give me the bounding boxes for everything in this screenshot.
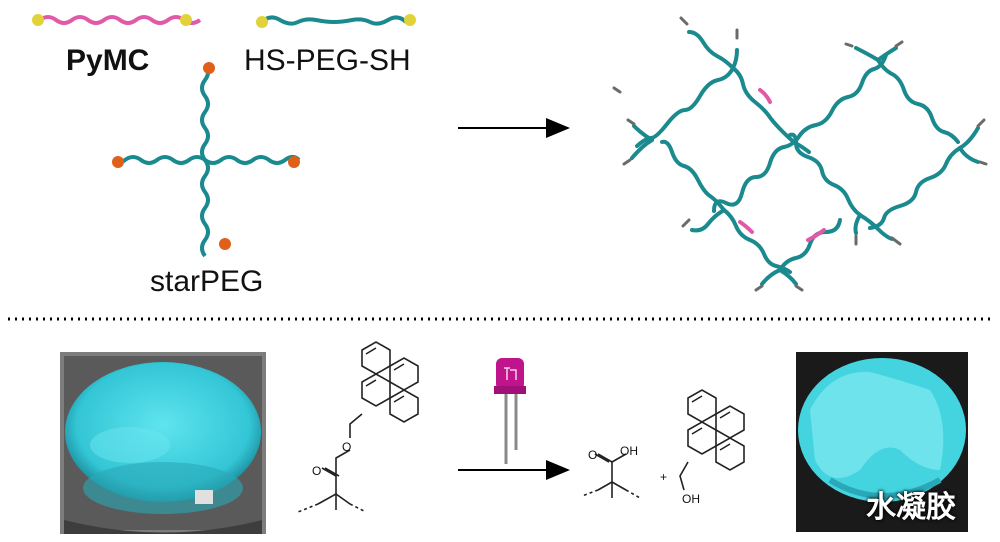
hydrogel-photo-after (796, 352, 968, 532)
plus-sign: + (660, 470, 668, 484)
starpeg-polymer-icon (113, 64, 301, 258)
pymc-polymer-icon (32, 14, 202, 26)
carboxylic-acid-structure (581, 453, 641, 499)
pymc-label: PyMC (66, 44, 150, 77)
ester-oxygen-label: O (342, 440, 352, 454)
pyrene-ester-structure (297, 341, 419, 513)
hs-peg-sh-polymer-icon (256, 14, 416, 28)
acid-carbonyl-oxygen-label: O (588, 448, 598, 462)
hs-peg-sh-label: HS-PEG-SH (244, 44, 411, 77)
acid-hydroxyl-label: OH (620, 444, 638, 458)
ester-carbonyl-oxygen-label: O (312, 464, 322, 478)
pyrene-methanol-structure (679, 389, 745, 491)
starpeg-end-groups (112, 62, 300, 250)
watermark-text: 水凝胶 (866, 490, 956, 525)
hydrogel-photo-before (60, 352, 266, 534)
alcohol-hydroxyl-label: OH (682, 492, 700, 506)
starpeg-label: starPEG (150, 265, 264, 298)
hydrogel-network (612, 16, 988, 292)
led-light-source-icon (494, 358, 526, 464)
